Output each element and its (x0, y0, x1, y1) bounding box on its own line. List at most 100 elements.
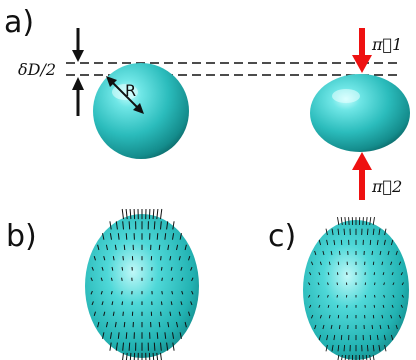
traction-vector (93, 311, 96, 317)
traction-vector (121, 208, 124, 220)
traction-vector (160, 208, 163, 220)
traction-vector (171, 277, 174, 282)
traction-vector (122, 342, 124, 351)
traction-vector (395, 250, 398, 256)
traction-vector (326, 239, 329, 246)
radius-arrow (106, 76, 144, 114)
traction-vector (178, 255, 181, 261)
traction-vector (318, 304, 321, 308)
traction-vector (331, 344, 334, 352)
traction-vector (125, 332, 128, 339)
traction-vector (167, 321, 170, 328)
delta-label: δD/2 (18, 60, 56, 79)
traction-vector (327, 272, 330, 276)
traction-vector (337, 228, 340, 236)
traction-vector (390, 239, 394, 246)
traction-vector (310, 261, 314, 266)
traction-vector (325, 344, 328, 352)
traction-vector (369, 334, 372, 341)
traction-vector (156, 352, 159, 360)
traction-vector (128, 221, 131, 230)
traction-vector (100, 290, 103, 295)
traction-vector (176, 321, 179, 328)
delta-arrow-top (72, 28, 84, 62)
traction-vector (327, 282, 329, 286)
traction-vector (125, 208, 128, 220)
traction-vector (172, 221, 175, 230)
traction-vector (337, 261, 340, 266)
traction-vector (378, 344, 381, 352)
traction-vector (176, 244, 179, 251)
traction-vector (336, 272, 339, 276)
traction-vector (372, 228, 375, 236)
traction-vector (400, 304, 403, 308)
traction-vector (382, 272, 385, 276)
force-label-top: π⃗1 (371, 35, 402, 54)
traction-vector (166, 221, 169, 230)
traction-vector (365, 354, 368, 360)
traction-vector (172, 332, 175, 339)
traction-vector (337, 217, 340, 226)
traction-vector (117, 332, 120, 339)
traction-vector (161, 291, 163, 295)
traction-vector (90, 277, 93, 282)
traction-vector (372, 314, 375, 319)
traction-vector (381, 261, 384, 266)
traction-vector (109, 221, 112, 230)
traction-vector (97, 244, 100, 251)
traction-vector (102, 233, 105, 240)
traction-vector (188, 255, 191, 261)
traction-vector (97, 321, 100, 328)
traction-vector (91, 301, 94, 306)
traction-vector (128, 342, 131, 351)
traction-vector (111, 266, 114, 271)
traction-vector (156, 233, 159, 240)
traction-vector (372, 217, 375, 226)
traction-vector (121, 301, 124, 306)
traction-vector (331, 228, 334, 236)
traction-vector (382, 304, 385, 308)
traction-vector (184, 321, 187, 328)
traction-vector (105, 244, 108, 251)
traction-vector (166, 342, 169, 351)
traction-vector (148, 352, 151, 360)
traction-vector (366, 344, 369, 352)
traction-vector (122, 311, 124, 316)
traction-vector (325, 228, 328, 236)
traction-vector (318, 272, 321, 276)
traction-vector (400, 272, 403, 276)
traction-vector (191, 277, 194, 282)
traction-vector (392, 282, 395, 286)
traction-vector (336, 294, 338, 298)
traction-vector (181, 290, 184, 295)
traction-vector (317, 282, 320, 286)
traction-vector (125, 352, 128, 360)
traction-vector (180, 301, 183, 306)
traction-vector (383, 239, 386, 246)
traction-vector (401, 294, 404, 298)
radius-label: R (125, 81, 136, 100)
traction-vector (344, 354, 347, 360)
traction-vector (153, 342, 156, 351)
traction-vector (115, 221, 118, 230)
traction-vector (381, 314, 384, 319)
traction-vector (322, 250, 325, 256)
traction-vector (91, 266, 94, 271)
traction-vector (102, 332, 105, 339)
traction-vector (114, 321, 117, 328)
traction-vector (169, 256, 172, 261)
sphere-compressed (310, 74, 410, 152)
traction-vector (330, 324, 333, 330)
traction-vector (309, 272, 312, 276)
traction-vector (387, 324, 390, 330)
traction-vector (133, 208, 136, 220)
traction-vector (153, 221, 156, 230)
traction-vector (125, 233, 128, 240)
traction-vector (337, 354, 340, 360)
traction-vector (112, 256, 115, 261)
traction-vector (133, 352, 136, 360)
traction-vector (310, 314, 314, 319)
traction-vector (384, 344, 387, 352)
traction-vector (164, 233, 167, 240)
traction-vector (109, 233, 112, 240)
